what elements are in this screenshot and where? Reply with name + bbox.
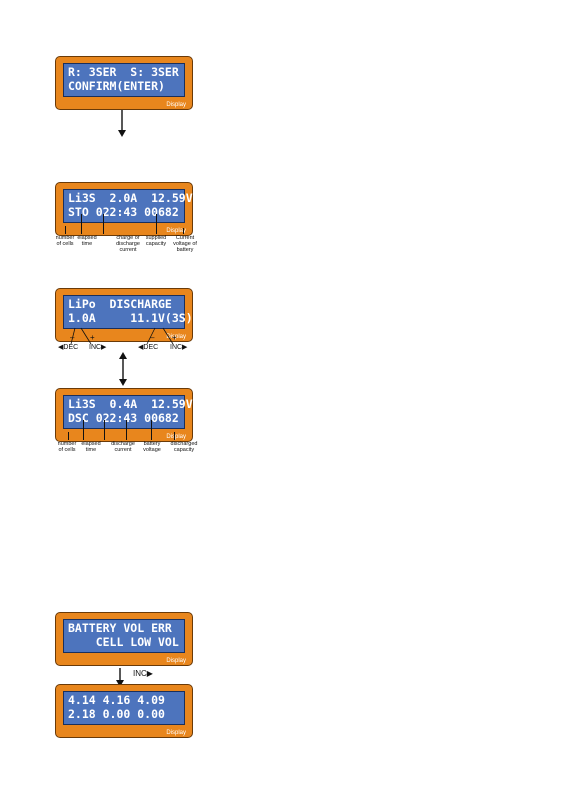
- anno-time: elapsed time: [77, 235, 97, 247]
- plus-sign: +: [172, 333, 177, 342]
- leader-line: [81, 214, 82, 234]
- display-tag: Display: [166, 730, 186, 736]
- lcd-line-2: DSC 022:43 00682: [68, 411, 179, 425]
- arrow-down-icon: [118, 110, 126, 137]
- leader-line: [103, 214, 104, 234]
- inc-key: INC▶: [170, 344, 188, 351]
- lcd-line-1: BATTERY VOL ERR: [68, 621, 172, 635]
- minus-sign: –: [150, 333, 155, 342]
- lcd-discharge: Li3S 0.4A 12.59V DSC 022:43 00682 Displa…: [55, 388, 193, 442]
- lcd-screen: R: 3SER S: 3SER CONFIRM(ENTER): [63, 63, 185, 97]
- lcd-line-1: R: 3SER S: 3SER: [68, 65, 179, 79]
- display-tag: Display: [166, 434, 186, 440]
- leader-line: [126, 420, 127, 440]
- arrow-down-icon: [116, 668, 124, 687]
- leader-line: [65, 226, 66, 234]
- lcd-line-2: 2.18 0.00 0.00: [68, 707, 165, 721]
- leader-line: [151, 420, 152, 440]
- double-arrow-icon: [119, 352, 127, 386]
- lcd-line-1: LiPo DISCHARGE: [68, 297, 172, 311]
- lcd-screen: Li3S 2.0A 12.59V STO 022:43 00682: [63, 189, 193, 223]
- display-tag: Display: [166, 228, 186, 234]
- leader-line: [183, 228, 184, 234]
- adjust-leaders: [70, 327, 174, 345]
- anno-capacity: supplied capacity: [145, 235, 167, 247]
- leader-line: [174, 432, 175, 440]
- plus-sign: +: [90, 333, 95, 342]
- lcd-error: BATTERY VOL ERR CELL LOW VOL Display: [55, 612, 193, 666]
- lcd-line-2: CONFIRM(ENTER): [68, 79, 165, 93]
- dec-key: ◀DEC: [58, 344, 79, 351]
- anno-cells: number of cells: [55, 235, 75, 247]
- leader-line: [83, 420, 84, 440]
- dec-key: ◀DEC: [138, 344, 159, 351]
- anno-current: discharge current: [111, 441, 135, 453]
- leader-line: [68, 432, 69, 440]
- leader-line: [104, 420, 105, 440]
- lcd-confirm: R: 3SER S: 3SER CONFIRM(ENTER) Display: [55, 56, 193, 110]
- lcd-storage: Li3S 2.0A 12.59V STO 022:43 00682 Displa…: [55, 182, 193, 236]
- lcd-lipo-discharge: LiPo DISCHARGE 1.0A 11.1V(3S) Display: [55, 288, 193, 342]
- lcd-screen: LiPo DISCHARGE 1.0A 11.1V(3S): [63, 295, 193, 329]
- leader-line: [156, 214, 157, 234]
- lcd-screen: BATTERY VOL ERR CELL LOW VOL: [63, 619, 185, 653]
- anno-cells: number of cells: [57, 441, 77, 453]
- lcd-line-2: CELL LOW VOL: [68, 635, 179, 649]
- lcd-line-1: Li3S 0.4A 12.59V: [68, 397, 193, 411]
- lcd-cells: 4.14 4.16 4.09 2.18 0.00 0.00 Display: [55, 684, 193, 738]
- anno-time: elapsed time: [81, 441, 101, 453]
- display-tag: Display: [166, 658, 186, 664]
- anno-capacity: discharged capacity: [170, 441, 198, 453]
- anno-voltage: Current voltage of battery: [173, 235, 197, 253]
- anno-current: charge or discharge current: [116, 235, 140, 253]
- lcd-screen: 4.14 4.16 4.09 2.18 0.00 0.00: [63, 691, 185, 725]
- inc-key: INC▶: [89, 344, 107, 351]
- lcd-line-2: 1.0A 11.1V(3S): [68, 311, 193, 325]
- lcd-line-1: Li3S 2.0A 12.59V: [68, 191, 193, 205]
- display-tag: Display: [166, 334, 186, 340]
- anno-voltage: battery voltage: [143, 441, 161, 453]
- inc-key: INC▶: [133, 669, 153, 678]
- lcd-line-2: STO 022:43 00682: [68, 205, 179, 219]
- display-tag: Display: [166, 102, 186, 108]
- minus-sign: –: [70, 333, 75, 342]
- lcd-screen: Li3S 0.4A 12.59V DSC 022:43 00682: [63, 395, 193, 429]
- lcd-line-1: 4.14 4.16 4.09: [68, 693, 165, 707]
